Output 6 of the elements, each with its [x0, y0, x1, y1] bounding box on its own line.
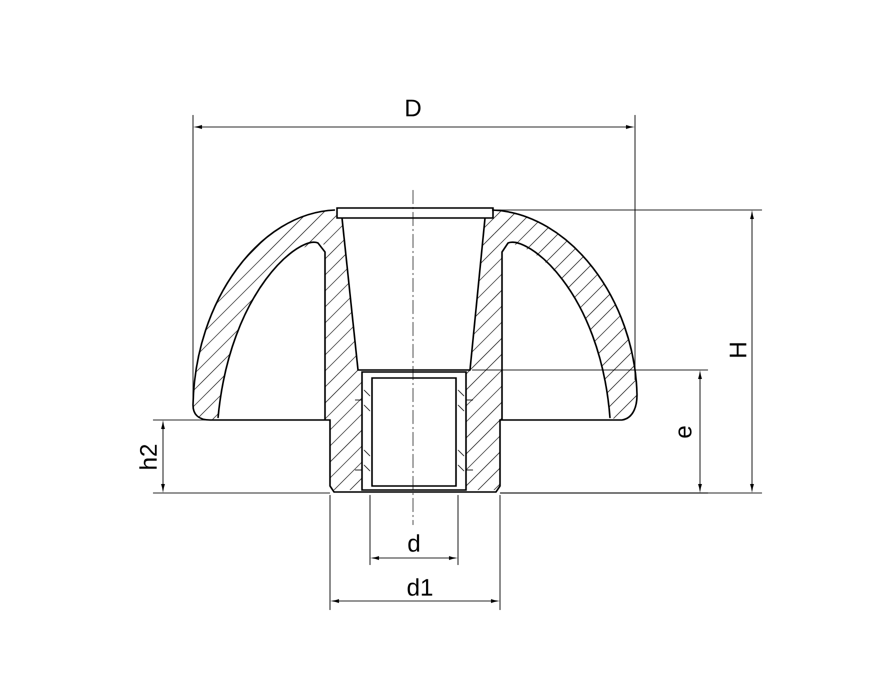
dimension-label: h2 [139, 444, 157, 469]
dimension-label: d1 [408, 578, 432, 596]
dimension-label: H [730, 343, 746, 357]
dimension-label: D [406, 100, 421, 116]
dimension-label: e [678, 426, 692, 438]
dimension-label: d [408, 534, 420, 552]
